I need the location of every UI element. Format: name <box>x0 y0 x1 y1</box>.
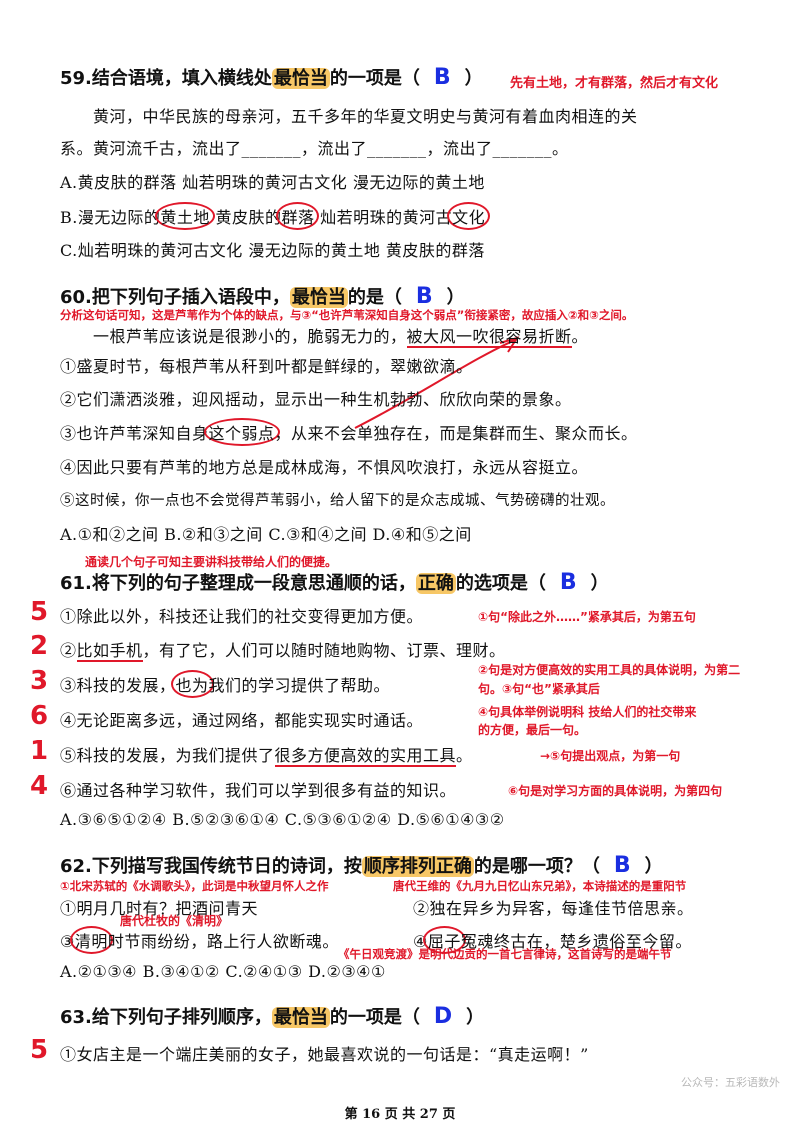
circle-mark: 黄土地 <box>155 202 215 230</box>
underline-mark: 很多方便高效的实用工具 <box>274 746 457 767</box>
underline-mark: 比如手机 <box>76 641 143 662</box>
q61-options: A.③⑥⑤①②④ B.⑤②③⑥①④ C.⑤③⑥①②④ D.⑤⑥①④③② <box>60 810 505 829</box>
q62-note-1: ①北宋苏轼的《水调歌头》，此词是中秋望月怀人之作 <box>60 879 329 893</box>
q61-note-1: ①句“除此之外……”紧承其后，为第五句 <box>478 610 696 624</box>
q62-poem-1: ①明月几时有？把酒问青天 <box>60 899 259 918</box>
order-mark: 4 <box>30 771 49 801</box>
circle-mark: 清明 <box>69 926 113 954</box>
q63-answer: D <box>433 1004 453 1029</box>
q62-title: 62.下列描写我国传统节日的诗词，按顺序排列正确的是哪一项？（B） <box>60 853 663 878</box>
q60-note: 分析这句话可知，这是芦苇作为个体的缺点，与③“也许芦苇深知自身这个弱点”衔接紧密… <box>60 308 634 322</box>
order-mark: 6 <box>30 701 49 731</box>
q59-passage-1: 黄河，中华民族的母亲河，五千多年的华夏文明史与黄河有着血肉相连的关 <box>93 107 638 126</box>
watermark: 公众号：五彩语数外 <box>681 1076 780 1089</box>
q60-insert-sentence: 一根芦苇应该说是很渺小的，脆弱无力的，被大风一吹很容易折断。 <box>93 327 589 348</box>
order-mark: 3 <box>30 666 49 696</box>
page-footer: 第 16 页 共 27 页 <box>344 1107 456 1122</box>
q61-sentence-2: ②比如手机，有了它，人们可以随时随地购物、订票、理财。 <box>60 641 506 662</box>
circle-mark: 文化 <box>447 202 491 230</box>
circle-mark: 群落 <box>276 202 320 230</box>
q61-note-4a: ④句具体举例说明科 技给人们的社交带来 <box>478 705 697 719</box>
q60-sentence-4: ④因此只要有芦苇的地方总是成林成海，不惧风吹浪打，永远从容挺立。 <box>60 458 589 477</box>
q61-title: 61.将下列的句子整理成一段意思通顺的话，正确的选项是（B） <box>60 570 609 595</box>
q61-sentence-1: ①除此以外，科技还让我们的社交变得更加方便。 <box>60 607 424 626</box>
q62-poem-3: ③清明时节雨纷纷，路上行人欲断魂。 <box>60 926 339 954</box>
q61-note-5: →⑤句提出观点，为第一句 <box>540 749 681 763</box>
q62-answer: B <box>613 853 631 878</box>
q61-note-4b: 的方便，最后一句。 <box>478 723 587 737</box>
q62-options: A.②①③④ B.③④①② C.②④①③ D.②③④① <box>60 962 386 981</box>
order-mark: 5 <box>30 597 49 627</box>
q61-note-2: ②句是对方便高效的实用工具的具体说明，为第二 <box>478 663 741 677</box>
q59-option-c: C.灿若明珠的黄河古文化 漫无边际的黄土地 黄皮肤的群落 <box>60 241 485 260</box>
underline-mark: 被大风一吹很容易折断 <box>406 327 572 348</box>
q62-note-3: 唐代杜牧的《清明》 <box>120 914 229 928</box>
q60-options: A.①和②之间 B.②和③之间 C.③和④之间 D.④和⑤之间 <box>60 525 472 544</box>
order-mark: 5 <box>30 1035 49 1065</box>
circle-mark: 这个弱点 <box>203 418 280 446</box>
q61-answer: B <box>559 570 577 595</box>
q63-sentence-1: ①女店主是一个端庄美丽的女子，她最喜欢说的一句话是：“真走运啊！” <box>60 1045 589 1064</box>
q60-answer: B <box>415 284 433 309</box>
circle-mark: 也为 <box>170 670 214 698</box>
q59-answer: B <box>433 65 451 90</box>
q59-option-b: B.漫无边际的黄土地 黄皮肤的群落 灿若明珠的黄河古文化 <box>60 202 491 230</box>
q62-note-4: 《午日观竞渡》是明代边贡的一首七言律诗，这首诗写的是端午节 <box>338 947 672 961</box>
order-mark: 2 <box>30 631 49 661</box>
q59-option-a: A.黄皮肤的群落 灿若明珠的黄河古文化 漫无边际的黄土地 <box>60 173 485 192</box>
q60-sentence-5: ⑤这时候，你一点也不会觉得芦苇弱小，给人留下的是众志成城、气势磅礴的壮观。 <box>60 493 615 509</box>
q61-sentence-4: ④无论距离多远，通过网络，都能实现实时通话。 <box>60 711 424 730</box>
q61-note-6: ⑥句是对学习方面的具体说明，为第四句 <box>508 784 723 798</box>
q62-poem-4: ④屈子冤魂终古在，楚乡遗俗至今留。 <box>413 926 692 954</box>
q61-sentence-5: ⑤科技的发展，为我们提供了很多方便高效的实用工具。 <box>60 746 473 767</box>
q60-sentence-1: ①盛夏时节，每根芦苇从秆到叶都是鲜绿的，翠嫩欲滴。 <box>60 357 473 376</box>
q61-sentence-3: ③科技的发展，也为我们的学习提供了帮助。 <box>60 670 390 698</box>
q60-sentence-3: ③也许芦苇深知自身这个弱点，从来不会单独存在，而是集群而生、聚众而长。 <box>60 418 638 446</box>
order-mark: 1 <box>30 736 49 766</box>
q61-pre-note: 通读几个句子可知主要讲科技带给人们的便捷。 <box>85 555 338 569</box>
q61-sentence-6: ⑥通过各种学习软件，我们可以学到很多有益的知识。 <box>60 781 457 800</box>
q59-title: 59.结合语境，填入横线处最恰当的一项是（B） <box>60 65 483 90</box>
q60-sentence-2: ②它们潇洒淡雅，迎风摇动，显示出一种生机勃勃、欣欣向荣的景象。 <box>60 390 572 409</box>
q59-note: 先有土地，才有群落，然后才有文化 <box>510 76 719 91</box>
q61-note-3: 句。③句“也”紧承其后 <box>478 682 600 696</box>
circle-mark: 屈子 <box>422 926 466 954</box>
q60-title: 60.把下列句子插入语段中，最恰当的是（B） <box>60 284 465 309</box>
q62-poem-2: ②独在异乡为异客，每逢佳节倍思亲。 <box>413 899 694 918</box>
q63-title: 63.给下列句子排列顺序，最恰当的一项是（D） <box>60 1004 485 1029</box>
q62-note-2: 唐代王维的《九月九日忆山东兄弟》，本诗描述的是重阳节 <box>393 879 687 893</box>
q59-passage-2: 系。黄河流千古，流出了_______，流出了_______，流出了_______… <box>60 139 569 158</box>
